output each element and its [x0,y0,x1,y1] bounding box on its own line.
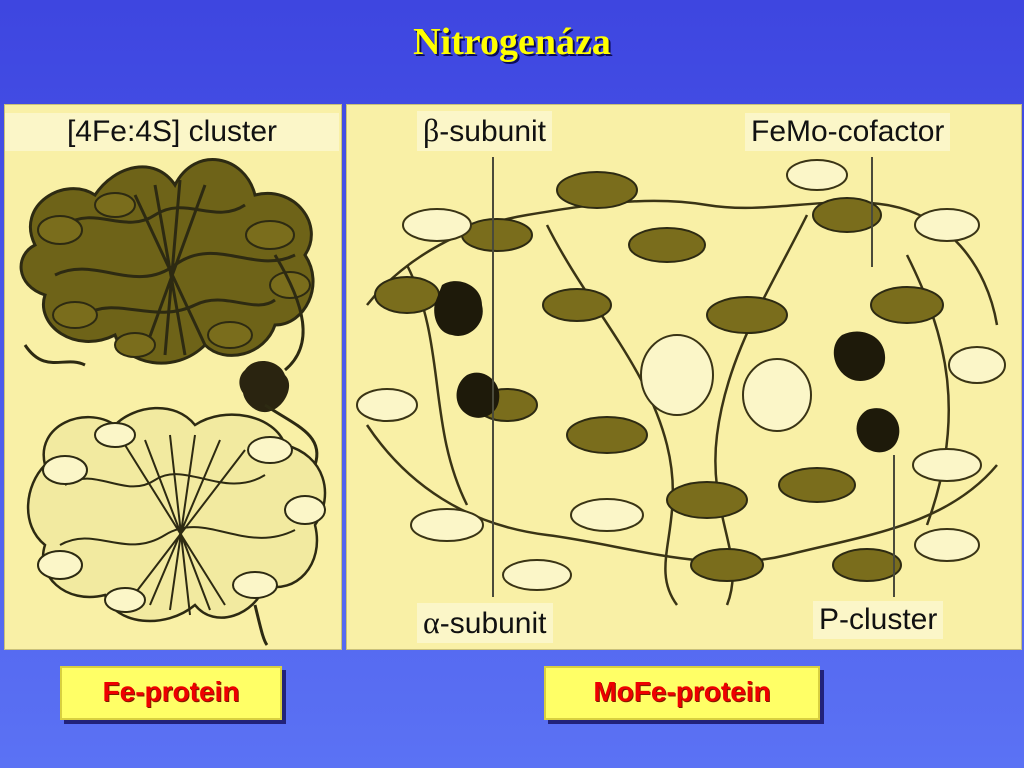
femo-cofactor-leader [871,157,873,267]
femo-cofactor-label: FeMo-cofactor [745,113,951,151]
alpha-symbol: α [423,604,440,640]
fe-protein-button[interactable]: Fe-protein [60,666,282,720]
alpha-subunit-text: -subunit [439,607,547,640]
mofe-protein-structure-image [356,159,1006,606]
cluster-blob-3 [833,331,886,381]
cluster-blob-4 [856,408,900,453]
mofe-protein-button[interactable]: MoFe-protein [544,666,820,720]
p-cluster-leader [893,455,895,597]
fe-s-cluster-label: [4Fe:4S] cluster [5,113,339,151]
beta-symbol: β [423,112,440,148]
mofe-protein-panel: β-subunit FeMo-cofactor α-subunit P-clus… [346,104,1022,650]
beta-subunit-label: β-subunit [417,111,553,151]
beta-subunit-leader [492,157,494,597]
cluster-blob-2 [456,372,500,418]
fe-protein-panel: [4Fe:4S] cluster [4,104,342,650]
fe-protein-structure-image [19,158,327,646]
p-cluster-label: P-cluster [813,601,944,639]
fe-s-cluster-blob [239,360,290,413]
slide-title: Nitrogenáza [413,21,611,63]
cluster-blob-1 [434,281,483,336]
beta-subunit-text: -subunit [439,115,547,148]
alpha-subunit-label: α-subunit [417,603,553,643]
